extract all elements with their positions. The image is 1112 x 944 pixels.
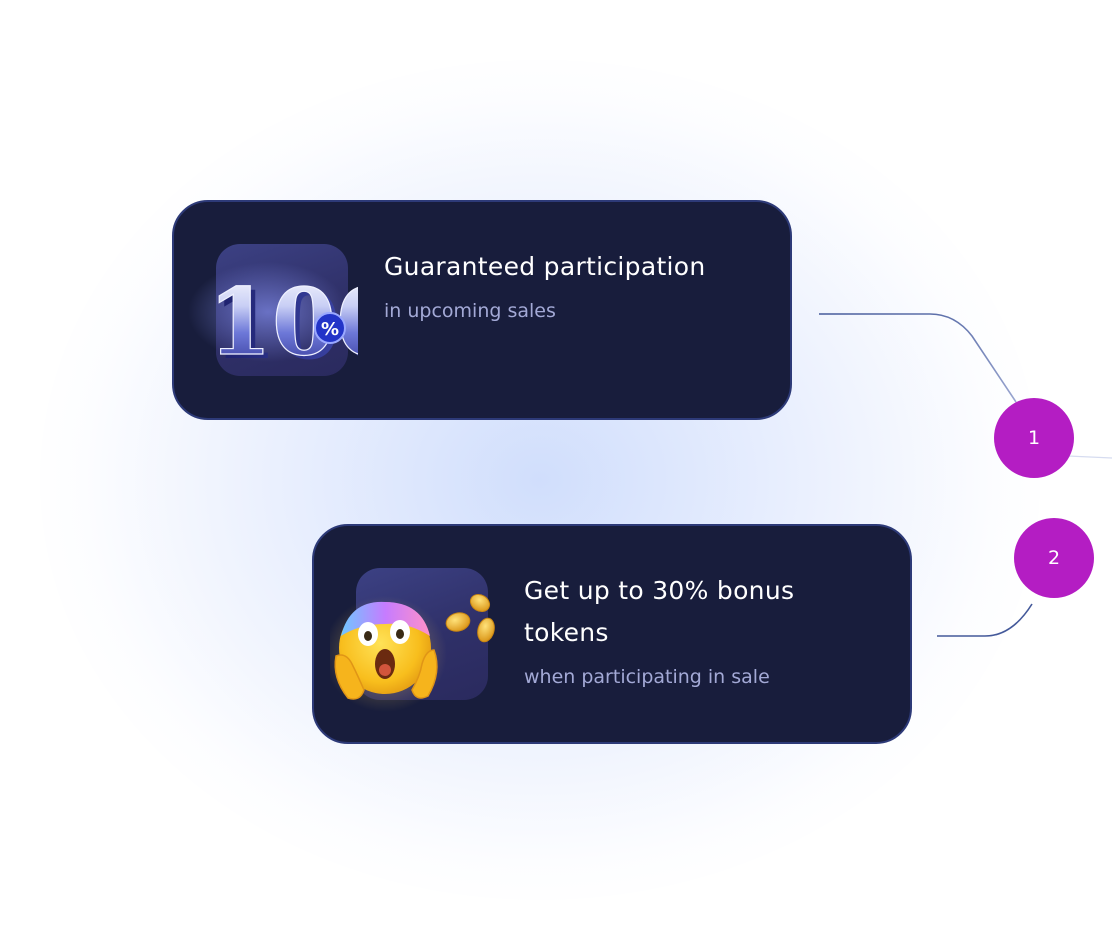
feature-card-guaranteed-participation: Guaranteed participation in upcoming sal… bbox=[172, 200, 792, 420]
connector-line-1 bbox=[819, 313, 1017, 403]
step-badge-1: 1 bbox=[994, 398, 1074, 478]
hundred-percent-3d-icon: 100 100 % bbox=[188, 262, 358, 370]
feature-subtitle: in upcoming sales bbox=[384, 300, 556, 322]
svg-text:%: % bbox=[321, 319, 339, 340]
feature-subtitle: when participating in sale bbox=[524, 666, 770, 688]
feature-title: Guaranteed participation bbox=[384, 252, 706, 281]
shocked-face-coins-icon bbox=[330, 593, 495, 712]
connector-line-1-tail bbox=[1067, 455, 1112, 459]
feature-title: Get up to 30% bonus tokens bbox=[524, 576, 795, 647]
connector-line-2 bbox=[937, 603, 1033, 637]
step-badge-2: 2 bbox=[1014, 518, 1094, 598]
